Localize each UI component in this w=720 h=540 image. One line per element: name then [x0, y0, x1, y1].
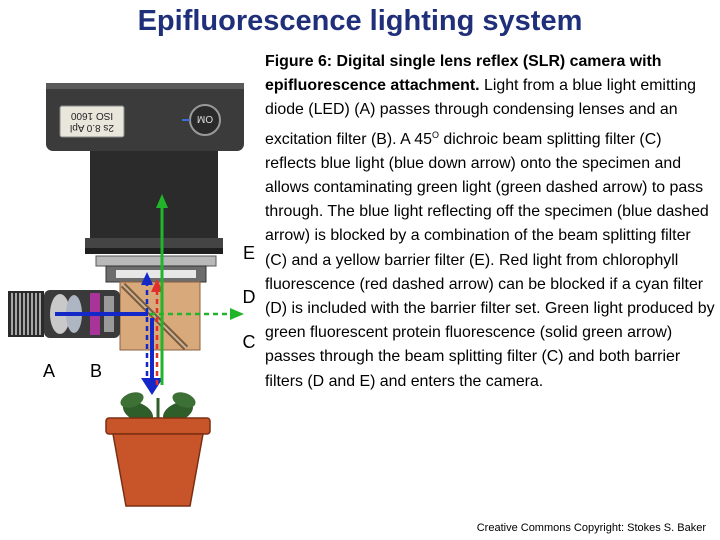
page-title: Epifluorescence lighting system — [137, 5, 583, 37]
flower-pot — [105, 417, 211, 507]
camera-lcd — [59, 105, 125, 138]
camera-badge: OM — [197, 113, 213, 124]
caption-text-1: Light from a blue light emitting diode (… — [265, 77, 696, 148]
degree-symbol: O — [431, 129, 439, 140]
label-d: D — [243, 287, 256, 307]
label-a: A — [43, 361, 55, 381]
epifluorescence-diagram: ISO 1600 2s 8.0 Apl OM — [8, 83, 256, 507]
camera-lcd-exposure: 2s 8.0 Apl — [70, 122, 114, 133]
red-light-path — [151, 279, 163, 385]
figure-caption: Figure 6: Digital single lens reflex (SL… — [265, 50, 717, 394]
camera-body: ISO 1600 2s 8.0 Apl OM — [46, 83, 244, 151]
label-c: C — [243, 332, 256, 352]
blue-light-path — [55, 272, 163, 395]
filter-e-ring — [95, 255, 217, 267]
caption-lead: Figure 6: Digital single lens reflex (SL… — [265, 53, 662, 95]
caption-text-2: dichroic beam splitting filter (C) refle… — [265, 130, 715, 390]
green-light-path — [150, 194, 244, 385]
label-e: E — [243, 243, 255, 263]
label-b: B — [90, 361, 102, 381]
copyright-credit: Creative Commons Copyright: Stokes S. Ba… — [476, 522, 706, 534]
lens-barrel — [90, 151, 218, 249]
camera-lcd-iso: ISO 1600 — [70, 110, 113, 121]
